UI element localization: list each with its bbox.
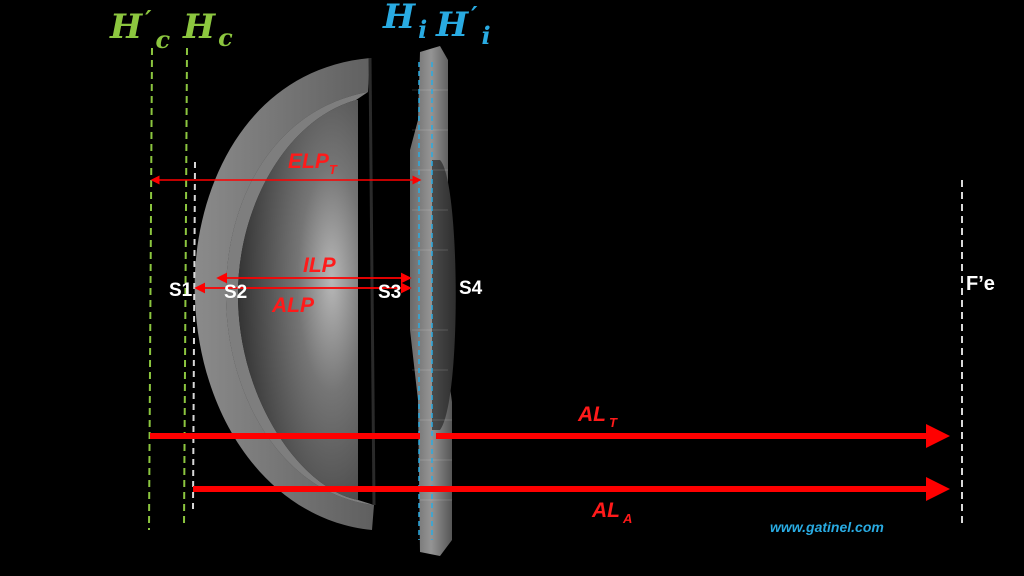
plane-h-c: [183, 47, 188, 529]
label-s3: S3: [378, 282, 401, 303]
label-h-prime-c: H′c: [109, 5, 170, 54]
label-ilp: ILP: [303, 254, 337, 277]
label-h-prime-i: H′i: [435, 1, 491, 50]
label-s4: S4: [459, 278, 483, 299]
label-alp: ALP: [271, 294, 315, 317]
label-s2: S2: [224, 282, 247, 303]
plane-s1: [192, 161, 196, 511]
label-elp: ELPT: [288, 150, 338, 177]
watermark: www.gatinel.com: [770, 519, 884, 535]
label-s1: S1: [169, 280, 193, 301]
label-focal-point: F’e: [966, 273, 995, 295]
intraocular-lens-icon: [410, 46, 456, 556]
plane-h-prime-c: [148, 47, 153, 531]
